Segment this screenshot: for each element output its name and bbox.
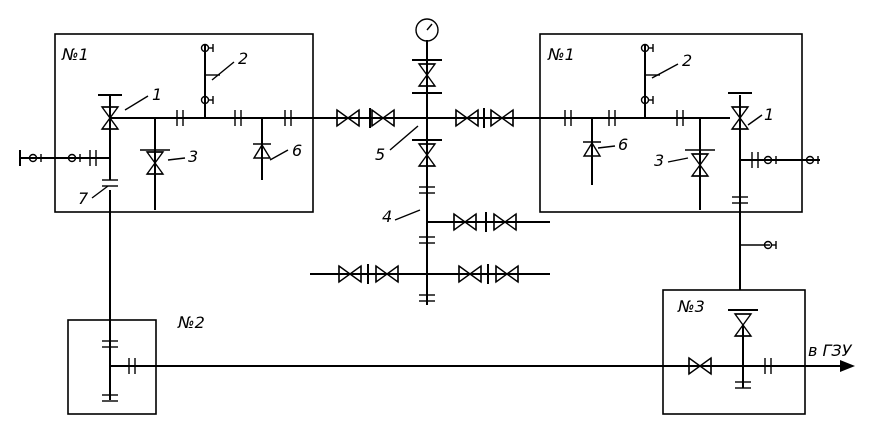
callout-left-6: 6 [292,141,302,160]
callout-center-5: 5 [375,145,385,164]
station-label-bottom-left: №2 [177,313,205,332]
left-station-piping [19,43,292,210]
right-station-piping [564,43,820,290]
bottom-right-station-piping [660,309,855,389]
station-label-left: №1 [61,45,89,64]
callout-center-4: 4 [382,207,392,226]
callout-left-2: 2 [238,49,248,68]
station-label-right: №1 [547,45,575,64]
callout-right-6: 6 [618,135,628,154]
pressure-gauge-icon [415,18,439,42]
callout-right-2: 2 [682,51,692,70]
station-box-bottom-right [662,289,806,415]
station-box-left [54,33,314,213]
callout-right-3: 3 [654,151,664,170]
station-box-right [539,33,803,213]
outlet-label: в ГЗУ [808,341,853,360]
bottom-left-station-piping [101,190,665,402]
center-manifold [310,18,550,305]
station-label-bottom-right: №3 [677,297,705,316]
callout-right-1: 1 [764,105,774,124]
callout-left-3: 3 [188,147,198,166]
callout-left-7: 7 [78,189,89,208]
callout-left-1: 1 [152,85,162,104]
